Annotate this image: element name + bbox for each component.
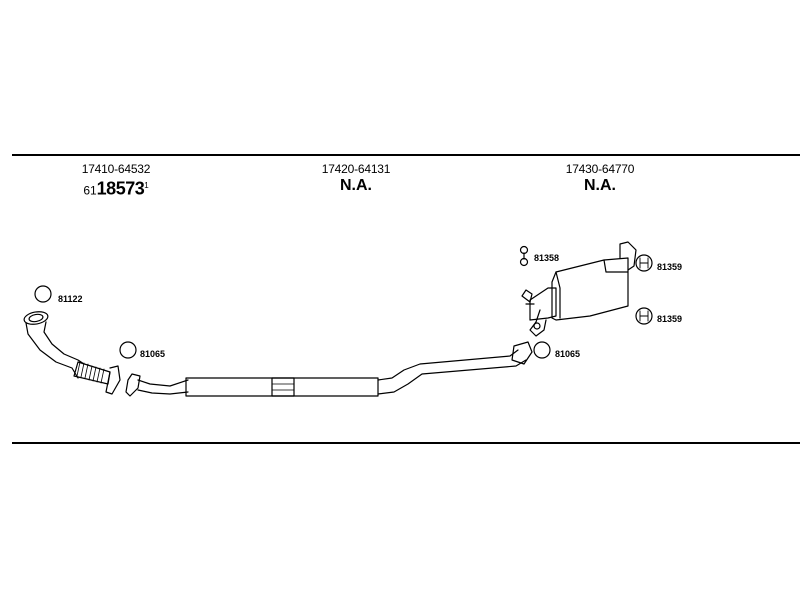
ref-front-pipe: 61185731 [36,176,196,200]
part-number-rear-muffler[interactable]: 17430-64770 [565,162,635,176]
header-rear-muffler: 17430-64770 N.A. [520,162,680,196]
header-front-pipe: 17410-64532 61185731 [36,162,196,200]
ref-main: 18573 [96,178,145,199]
callout-circle-81065-right[interactable] [533,341,551,359]
ref-sup: 1 [144,181,149,190]
status-center-pipe: N.A. [340,177,372,194]
status-rear-muffler: N.A. [584,177,616,194]
label-81065-left[interactable]: 81065 [140,349,165,359]
top-divider [12,154,800,156]
label-81359-bottom[interactable]: 81359 [657,314,682,324]
header-center-pipe: 17420-64131 N.A. [276,162,436,196]
callout-circle-81359-top[interactable] [635,254,653,272]
bolt-icon [639,310,649,322]
label-81358[interactable]: 81358 [534,253,559,263]
part-number-front-pipe[interactable]: 17410-64532 [81,162,151,176]
bolt-icon [639,257,649,269]
bottom-divider [12,442,800,444]
front-pipe[interactable] [23,310,121,395]
center-pipe[interactable] [125,341,533,397]
label-81122[interactable]: 81122 [58,294,83,304]
callout-circle-81065-left[interactable] [119,341,137,359]
callout-circle-81359-bottom[interactable] [635,307,653,325]
callout-circle-81122[interactable] [34,285,52,303]
label-81065-right[interactable]: 81065 [555,349,580,359]
label-81359-top[interactable]: 81359 [657,262,682,272]
ref-prefix: 61 [83,183,97,198]
rear-muffler[interactable] [521,241,637,337]
hanger-icon[interactable] [519,245,529,267]
part-number-center-pipe[interactable]: 17420-64131 [321,162,391,176]
